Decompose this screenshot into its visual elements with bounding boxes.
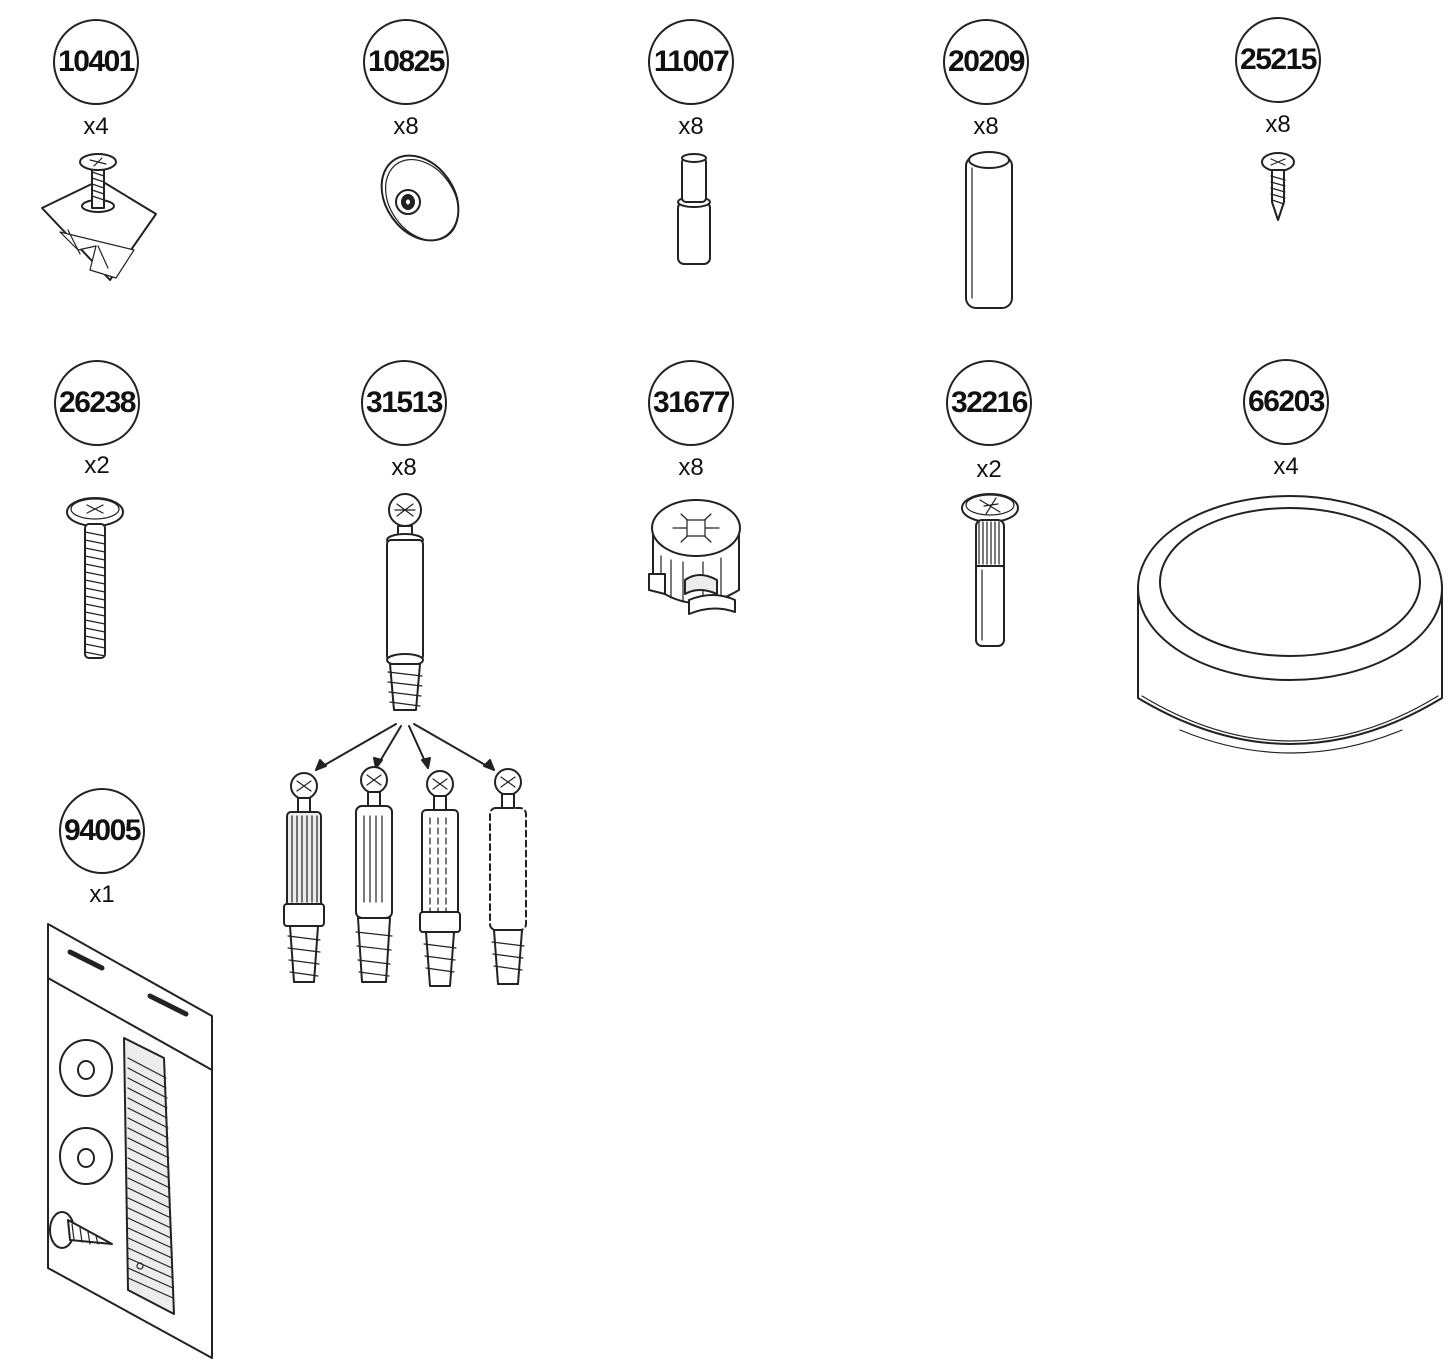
screw-with-plate-icon — [41, 153, 157, 281]
part-number: 20209 — [948, 45, 1025, 78]
part-number: 10825 — [368, 45, 445, 78]
part-quantity: x8 — [391, 454, 417, 481]
part-quantity: x8 — [678, 113, 704, 140]
cam-bolt-icon — [283, 493, 527, 987]
part-number: 25215 — [1240, 43, 1317, 76]
part-number: 10401 — [58, 45, 135, 78]
part-number: 26238 — [59, 386, 136, 419]
part-quantity: x2 — [84, 452, 110, 479]
cam-lock-icon — [648, 499, 741, 615]
part-number-badge: 25215 — [1235, 17, 1321, 103]
connector-pin-icon — [961, 493, 1019, 647]
part-quantity: x8 — [393, 113, 419, 140]
washer-disc-icon — [380, 154, 460, 242]
part-quantity: x2 — [976, 456, 1002, 483]
part-number-badge: 10825 — [363, 19, 449, 105]
part-number: 66203 — [1248, 385, 1325, 418]
part-quantity: x1 — [89, 881, 115, 908]
part-number-badge: 94005 — [59, 788, 145, 874]
accessory-pack-icon — [47, 923, 213, 1359]
part-quantity: x8 — [678, 454, 704, 481]
part-number: 11007 — [653, 45, 730, 78]
part-number: 94005 — [64, 814, 141, 847]
part-number-badge: 26238 — [54, 360, 140, 446]
short-dowel-icon — [677, 153, 711, 265]
wooden-dowel-icon — [965, 151, 1013, 309]
part-quantity: x4 — [83, 113, 109, 140]
small-screw-icon — [1261, 152, 1295, 221]
part-number: 32216 — [951, 386, 1028, 419]
part-number-badge: 11007 — [648, 19, 734, 105]
part-quantity: x8 — [973, 113, 999, 140]
part-quantity: x4 — [1273, 453, 1299, 480]
part-number: 31677 — [653, 386, 730, 419]
part-number-badge: 66203 — [1243, 359, 1329, 445]
part-number-badge: 10401 — [53, 19, 139, 105]
part-number: 31513 — [366, 386, 443, 419]
part-number-badge: 20209 — [943, 19, 1029, 105]
part-number-badge: 32216 — [946, 360, 1032, 446]
round-foot-pad-icon — [1137, 495, 1443, 754]
part-quantity: x8 — [1265, 111, 1291, 138]
part-number-badge: 31513 — [361, 360, 447, 446]
long-machine-screw-icon — [66, 497, 124, 659]
part-number-badge: 31677 — [648, 360, 734, 446]
